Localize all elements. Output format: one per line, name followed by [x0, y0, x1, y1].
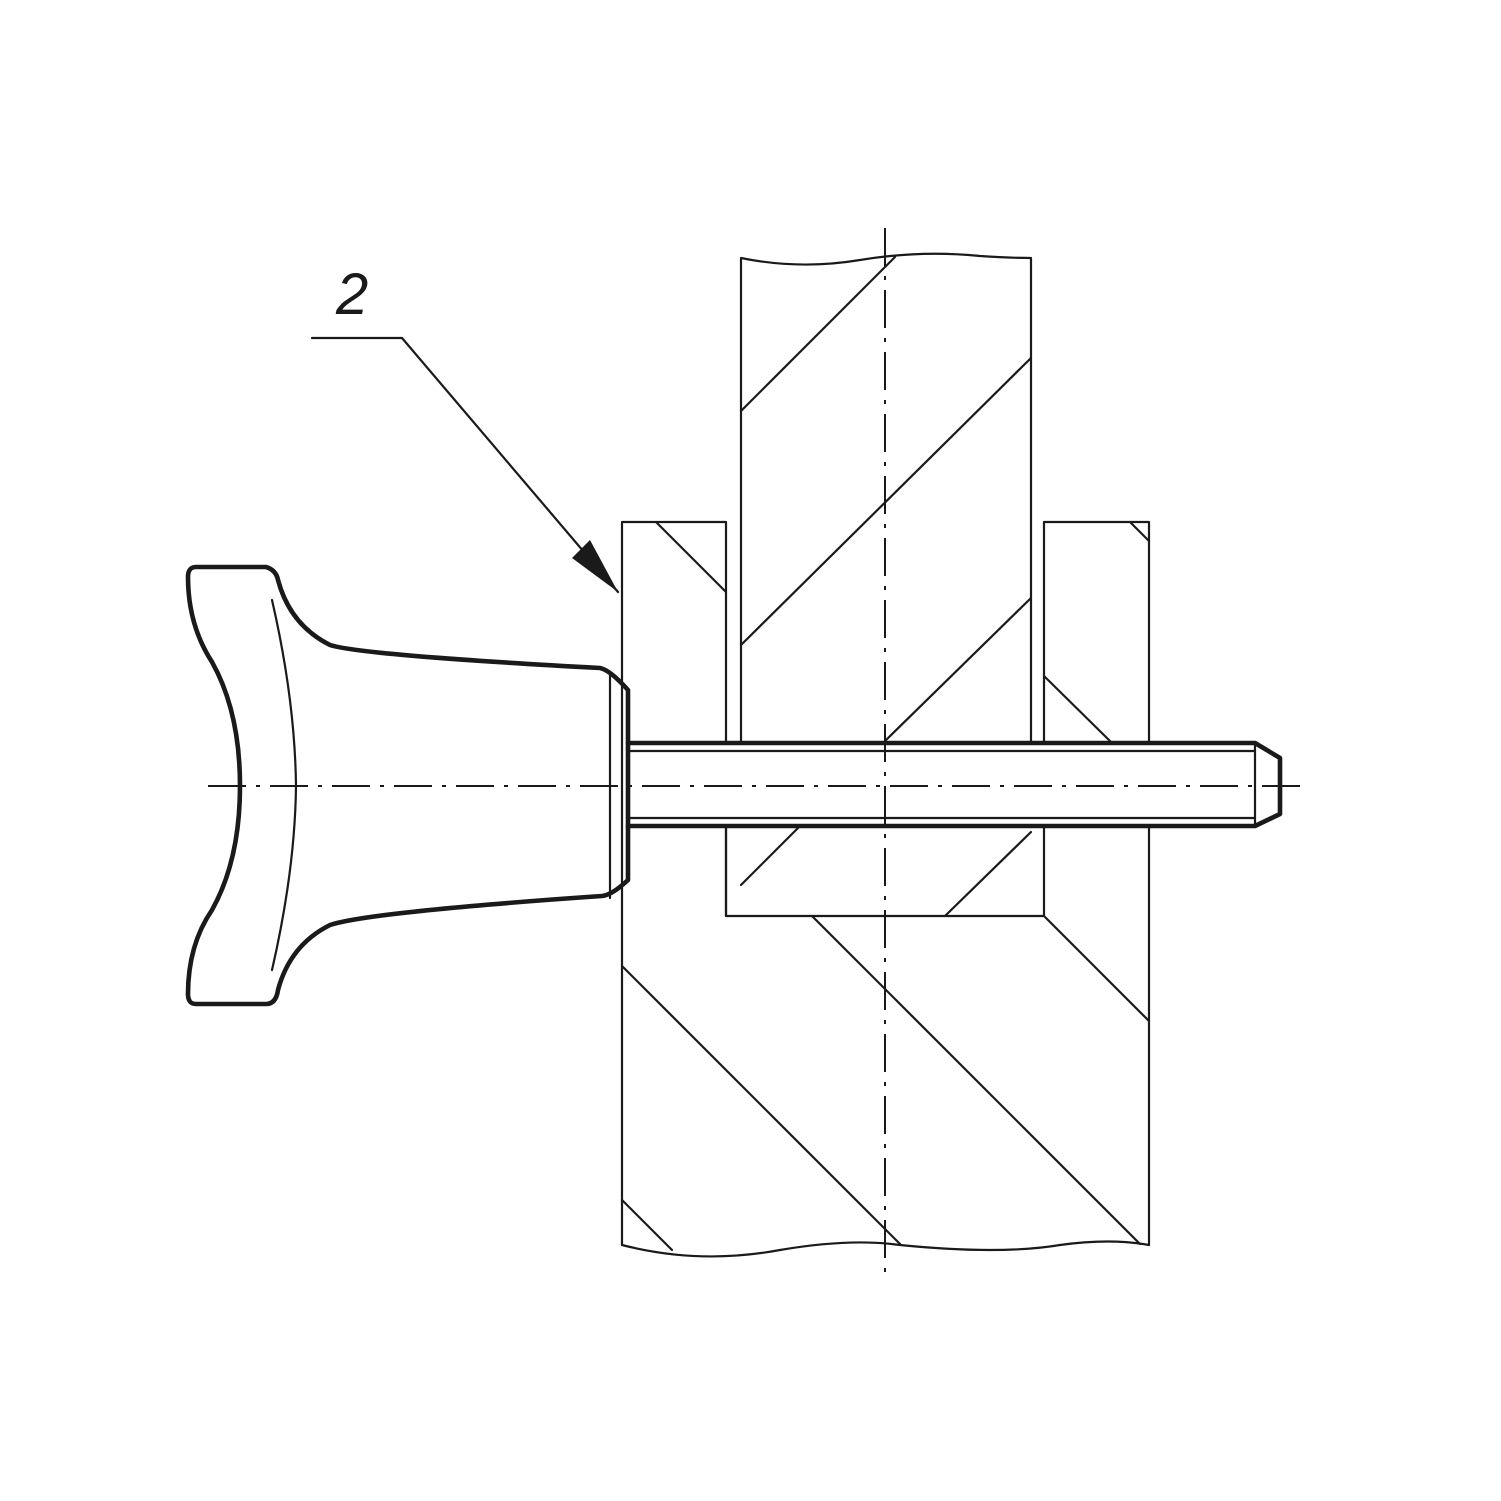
pin-outline — [625, 740, 1283, 829]
vertical-shaft — [724, 252, 1046, 918]
left-sleeve — [620, 520, 728, 1247]
left-sleeve-outline — [620, 520, 728, 1247]
right-sleeve-outline — [1042, 520, 1151, 1247]
lower-hatching — [620, 914, 1151, 1252]
right-sleeve — [1042, 520, 1151, 1247]
knob-grip-inner-edge — [270, 598, 298, 972]
callout-label: 2 — [335, 262, 368, 327]
callout: 2 — [310, 262, 620, 594]
threaded-pin — [625, 740, 1283, 829]
knob — [185, 564, 631, 1007]
lower-body — [620, 914, 1151, 1258]
center-lines — [208, 228, 1310, 1280]
callout-arrowhead — [572, 540, 618, 592]
knob-grip-outline — [185, 564, 631, 1007]
shaft-hatching — [739, 255, 1033, 918]
